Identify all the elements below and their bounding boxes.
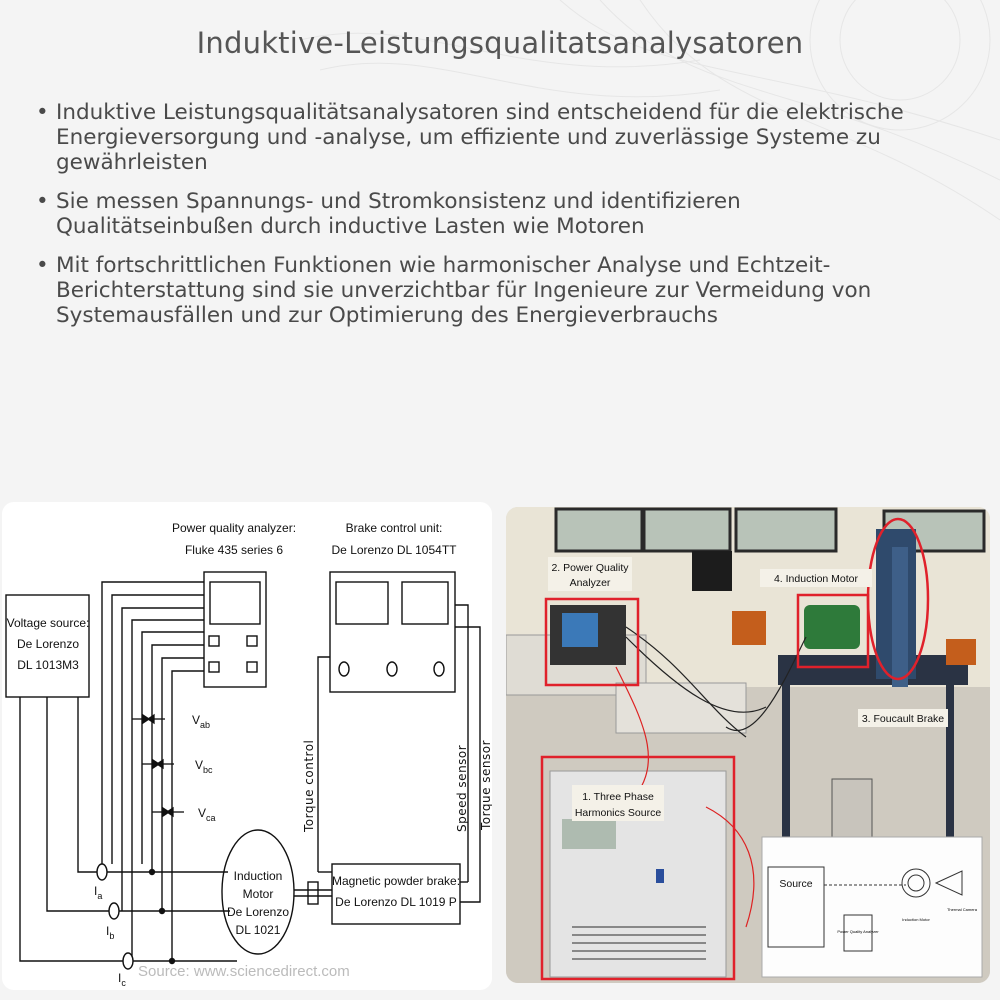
motor-label-line2: Motor — [243, 887, 274, 901]
current-label-a: Ia — [94, 884, 102, 901]
photo-label-analyzer-line1: 2. Power Quality — [551, 562, 629, 574]
photo-label-motor: 4. Induction Motor — [774, 573, 859, 585]
photo-label-brake: 3. Foucault Brake — [862, 713, 944, 725]
torque-sensor-label: Torque sensor — [479, 740, 492, 831]
motor-label-line4: DL 1021 — [236, 923, 281, 937]
page-title: Induktive-Leistungsqualitatsanalysatoren — [196, 26, 804, 60]
inset-source-label: Source — [779, 878, 812, 890]
bullet-item: • Induktive Leistungsqualitätsanalysatore… — [36, 100, 936, 175]
analyzer-screen — [209, 581, 261, 625]
inset-camera-label: Thermal Camera — [947, 907, 978, 912]
magnetic-brake-box — [331, 863, 461, 925]
speed-sensor-label: Speed sensor — [455, 745, 469, 832]
photo-label-analyzer-line2: Analyzer — [570, 577, 611, 589]
motor-label-line3: De Lorenzo — [227, 905, 289, 919]
bullet-marker: • — [36, 189, 49, 214]
bullet-item: • Mit fortschrittlichen Funktionen wie ha… — [36, 253, 936, 328]
voltage-source-label-line1: Voltage source: — [7, 616, 90, 630]
motor-circle — [221, 829, 295, 955]
bullet-text: Induktive Leistungsqualitätsanalysatoren… — [56, 100, 904, 175]
brake-control-label-line1: Brake control unit: — [346, 521, 443, 535]
analyzer-label-line2: Fluke 435 series 6 — [185, 543, 283, 557]
brake-control-box — [329, 571, 456, 693]
highlight-motor — [796, 593, 870, 669]
photo-label-source-line1: 1. Three Phase — [582, 791, 654, 803]
circuit-diagram-panel: Power quality analyzer: Fluke 435 series… — [2, 502, 492, 990]
inset-motor-label: Induction Motor — [902, 917, 930, 922]
circuit-diagram: Power quality analyzer: Fluke 435 series… — [5, 521, 492, 988]
background-decoration — [299, 0, 1000, 221]
lab-photo-panel: 2. Power Quality Analyzer 4. Induction M… — [506, 507, 990, 983]
source-credit: Source: www.sciencedirect.com — [138, 963, 350, 980]
brake-label-line2: De Lorenzo DL 1019 P — [335, 895, 457, 909]
inset-analyzer-label: Power Quality Analyzer — [837, 929, 879, 934]
highlight-source — [540, 755, 736, 981]
highlight-analyzer — [544, 597, 640, 687]
photo-label-source-line2: Harmonics Source — [575, 807, 662, 819]
voltage-source-label-line3: DL 1013M3 — [17, 658, 79, 672]
lab-photo: 2. Power Quality Analyzer 4. Induction M… — [506, 507, 990, 983]
bullet-marker: • — [36, 253, 49, 278]
bullet-text: Sie messen Spannungs- und Stromkonsisten… — [56, 189, 741, 239]
voltage-label-ca: Vca — [198, 806, 216, 823]
highlight-boxes — [540, 517, 930, 981]
bullet-item: • Sie messen Spannungs- und Stromkonsiste… — [36, 189, 936, 239]
analyzer-box — [203, 571, 267, 688]
bullet-list: • Induktive Leistungsqualitätsanalysatore… — [36, 100, 936, 342]
bullet-text: Mit fortschrittlichen Funktionen wie har… — [56, 253, 872, 328]
analyzer-label-line1: Power quality analyzer: — [172, 521, 296, 535]
inset-schematic: Source Power Quality Analyzer Induction … — [761, 836, 983, 978]
current-label-b: Ib — [106, 924, 114, 941]
motor-label-line1: Induction — [234, 869, 283, 883]
brake-control-label-line2: De Lorenzo DL 1054TT — [332, 543, 458, 557]
current-label-c: Ic — [118, 971, 126, 988]
voltage-source-label-line2: De Lorenzo — [17, 637, 79, 651]
highlight-brake — [866, 517, 930, 681]
voltage-label-ab: Vab — [192, 713, 210, 730]
brake-label-line1: Magnetic powder brake: — [332, 874, 460, 888]
torque-control-label: Torque control — [302, 740, 316, 833]
voltage-label-bc: Vbc — [195, 758, 213, 775]
bullet-marker: • — [36, 100, 49, 125]
